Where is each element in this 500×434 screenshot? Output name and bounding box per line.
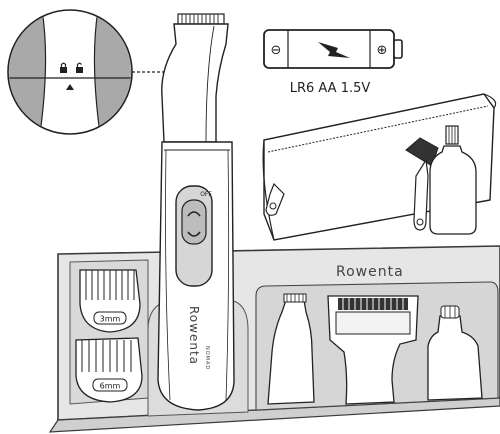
alignment-triangle-icon [66, 84, 74, 90]
comb-3mm[interactable]: 3mm [79, 269, 141, 333]
device-brand-logo: Rowenta [187, 306, 201, 365]
comb-6mm[interactable]: 6mm [75, 337, 143, 403]
switch-off-label: OFF [200, 191, 212, 198]
battery-plus-symbol: ⊕ [377, 43, 388, 58]
slider-down-chevron-icon [187, 231, 201, 237]
device-subbrand: NOMAD [204, 346, 210, 370]
detail-trimmer-head[interactable] [267, 293, 315, 405]
cleaning-brush [405, 137, 439, 231]
battery-label: LR6 AA 1.5V [290, 81, 371, 96]
lightning-bolt-icon [318, 42, 350, 58]
slider-up-chevron-icon [187, 211, 201, 217]
aa-battery [263, 29, 403, 69]
shaver-head[interactable] [327, 295, 419, 405]
trimmer-blade [177, 13, 225, 25]
lock-detail-callout [7, 9, 133, 135]
lock-open-icon [76, 62, 83, 73]
trimmer-device [157, 13, 235, 411]
power-slider[interactable] [181, 199, 207, 245]
battery-minus-symbol: ⊖ [271, 43, 282, 58]
oil-bottle [429, 125, 477, 235]
comb-3mm-label: 3mm [100, 315, 121, 324]
nose-trimmer-head[interactable] [427, 305, 483, 401]
comb-6mm-label: 6mm [100, 382, 121, 391]
lock-closed-icon [60, 62, 67, 73]
tray-brand-logo: Rowenta [336, 264, 404, 280]
